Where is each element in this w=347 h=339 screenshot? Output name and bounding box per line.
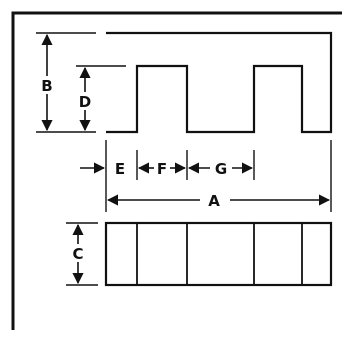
dim-label-b: B [41,77,52,95]
dim-label-e: E [115,160,125,178]
dim-label-c: C [72,245,83,263]
dim-label-d: D [79,93,91,111]
stepped-profile [106,31,333,134]
segmented-bar [104,221,333,287]
dim-label-a: A [208,192,220,210]
frame-border [11,11,342,330]
dim-label-g: G [215,160,227,178]
dim-label-f: F [157,160,167,178]
